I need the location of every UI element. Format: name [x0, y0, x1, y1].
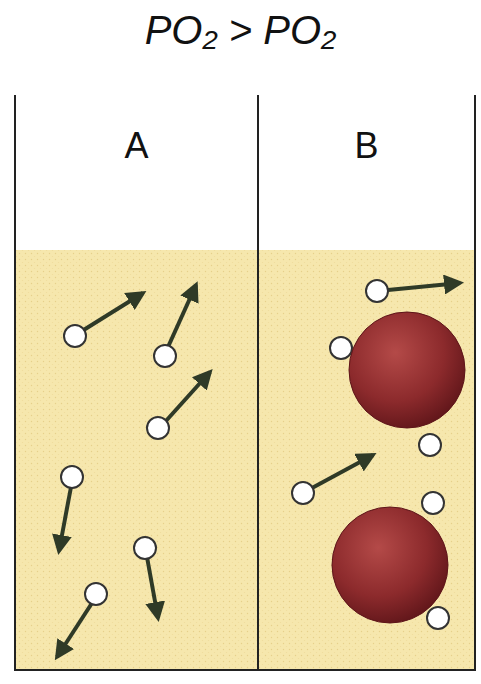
diagram-title: PO₂ > PO₂	[0, 8, 481, 53]
compartment-label: B	[259, 125, 474, 167]
oxygen-molecules	[61, 280, 449, 629]
compartment-label: A	[16, 125, 257, 167]
red-blood-cells	[330, 312, 465, 623]
compartment-box: B	[259, 95, 474, 245]
container-walls	[14, 95, 476, 670]
compartment-box: A	[16, 95, 257, 245]
fluid	[15, 250, 475, 669]
